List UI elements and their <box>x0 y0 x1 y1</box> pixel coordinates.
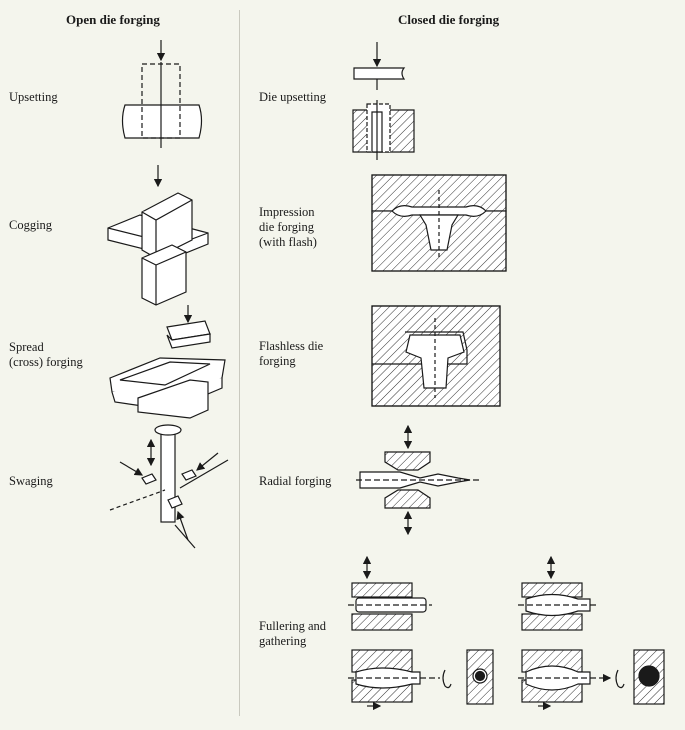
fullering-illustration <box>348 555 665 711</box>
label-impression-die-forging: Impression die forging (with flash) <box>259 205 317 249</box>
label-fullering-gathering: Fullering and gathering <box>259 619 327 648</box>
die-upsetting-illustration <box>352 42 415 160</box>
label-cogging: Cogging <box>9 218 53 232</box>
swaging-illustration <box>109 424 229 549</box>
radial-forging-illustration <box>356 424 480 536</box>
impression-die-illustration <box>371 174 507 272</box>
cogging-illustration <box>107 165 209 306</box>
label-die-upsetting: Die upsetting <box>259 90 327 104</box>
column-divider <box>239 10 240 716</box>
label-radial-forging: Radial forging <box>259 474 332 488</box>
flashless-die-illustration <box>371 305 501 407</box>
label-flashless-die-forging: Flashless die forging <box>259 339 324 368</box>
label-upsetting: Upsetting <box>9 90 58 104</box>
label-spread-forging: Spread (cross) forging <box>9 340 83 369</box>
spread-forging-illustration <box>109 305 226 419</box>
closed-die-heading: Closed die forging <box>398 12 500 27</box>
label-swaging: Swaging <box>9 474 53 488</box>
open-die-heading: Open die forging <box>66 12 160 27</box>
upsetting-illustration <box>121 40 203 148</box>
